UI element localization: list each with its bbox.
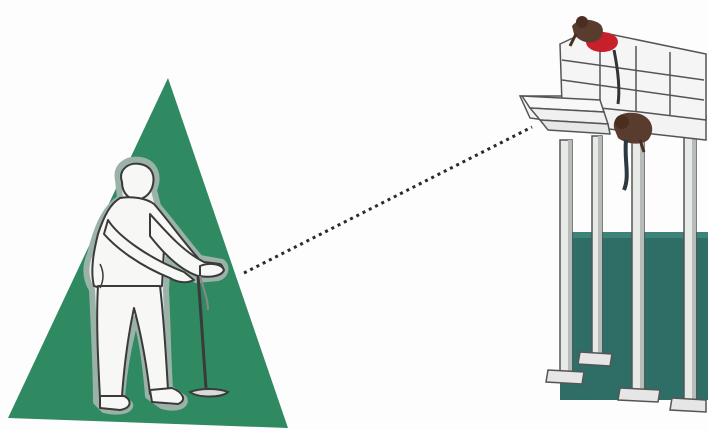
dotted-connection-line — [244, 127, 532, 273]
